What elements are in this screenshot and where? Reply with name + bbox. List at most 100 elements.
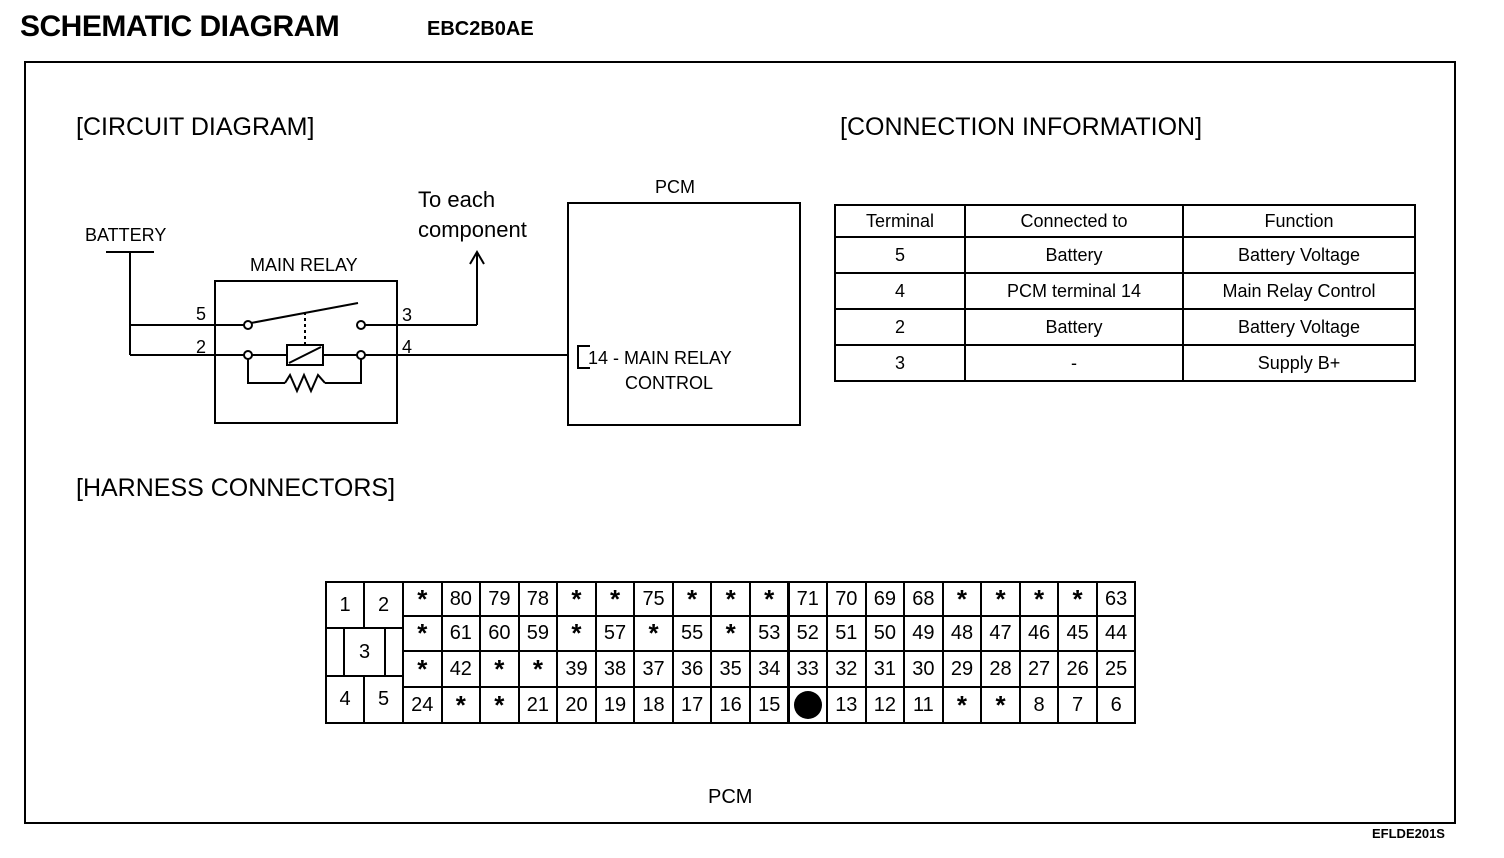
connector-pin: 57	[594, 615, 636, 652]
terminal-5-label: 5	[196, 304, 206, 324]
connector-pin: 29	[941, 650, 983, 688]
connector-pin: 17	[671, 686, 713, 724]
connector-pin: 15	[748, 686, 790, 724]
connector-pin: 27	[1018, 650, 1060, 688]
connector-key	[325, 627, 345, 677]
terminal-2-label: 2	[196, 337, 206, 357]
connector-pin: *	[517, 650, 559, 688]
column-header-terminal: Terminal	[834, 204, 966, 238]
connector-pin: 37	[633, 650, 674, 688]
connector-pin: 38	[594, 650, 636, 688]
connected-to-cell: -	[964, 344, 1184, 382]
connector-pin: 60	[479, 615, 520, 652]
harness-connectors-heading: [HARNESS CONNECTORS]	[76, 474, 396, 502]
terminal-cell: 4	[834, 272, 966, 310]
arrow-up-icon	[469, 250, 485, 265]
relay-contact-5	[243, 320, 253, 330]
connector-pin: 12	[864, 686, 906, 724]
connector-pin: *	[556, 615, 597, 652]
connector-pin: *	[479, 686, 520, 724]
connector-pin: 68	[903, 581, 944, 617]
connector-pin: *	[980, 686, 1021, 724]
connector-pin: 70	[826, 581, 867, 617]
connector-pin: *	[941, 686, 983, 724]
to-each-label: To each	[418, 187, 495, 212]
connection-information-heading: [CONNECTION INFORMATION]	[840, 113, 1203, 141]
connector-pin	[787, 686, 829, 724]
main-relay-label: MAIN RELAY	[250, 255, 358, 275]
function-cell: Supply B+	[1182, 344, 1416, 382]
connector-pin: 44	[1095, 615, 1137, 652]
relay-contact-4	[356, 350, 366, 360]
connector-pin: 32	[826, 650, 867, 688]
relay-contact-2	[243, 350, 253, 360]
connector-pin: *	[594, 581, 636, 617]
connector-pin: 63	[1095, 581, 1137, 617]
resistor-loop-right	[325, 359, 362, 384]
table-row: 3 - Supply B+	[834, 344, 1416, 382]
connector-pin: 53	[748, 615, 790, 652]
table-row: 4 PCM terminal 14 Main Relay Control	[834, 272, 1416, 310]
connector-pin: 46	[1018, 615, 1060, 652]
connector-pin: 59	[517, 615, 559, 652]
connector-pin: *	[402, 615, 443, 652]
connector-pin: 19	[594, 686, 636, 724]
table-row: 5 Battery Battery Voltage	[834, 236, 1416, 274]
connector-pin: 5	[363, 675, 404, 724]
connector-pin: 18	[633, 686, 674, 724]
terminal-3-label: 3	[402, 305, 412, 325]
connector-pin: 79	[479, 581, 520, 617]
pin-marker-dot	[793, 691, 822, 719]
column-header-connected-to: Connected to	[964, 204, 1184, 238]
connector-pin: 4	[325, 675, 365, 724]
page-title: SCHEMATIC DIAGRAM	[20, 10, 340, 43]
connector-pin: 2	[363, 581, 404, 629]
terminal-4-label: 4	[402, 337, 412, 357]
function-cell: Battery Voltage	[1182, 236, 1416, 274]
connector-pin: 39	[556, 650, 597, 688]
pcm-pin-14-control-label: CONTROL	[625, 373, 713, 393]
connector-pin: *	[710, 615, 751, 652]
table-header-row: Terminal Connected to Function	[834, 204, 1416, 238]
terminal-cell: 3	[834, 344, 966, 382]
connector-pin: 25	[1095, 650, 1137, 688]
connector-pin: 61	[440, 615, 482, 652]
resistor	[284, 372, 326, 394]
connector-pin: 21	[517, 686, 559, 724]
connector-pin: 71	[787, 581, 829, 617]
pcm-pin-14-label: 14 - MAIN RELAY	[588, 348, 732, 368]
connector-pin: *	[710, 581, 751, 617]
connector-pin: 69	[864, 581, 906, 617]
connector-pin: 78	[517, 581, 559, 617]
connector-pin: *	[633, 615, 674, 652]
connector-pin: 24	[402, 686, 443, 724]
connector-pin: 3	[343, 627, 386, 677]
figure-code: EFLDE201S	[1372, 826, 1445, 841]
connector-pin: 33	[787, 650, 829, 688]
pcm-box-label: PCM	[655, 177, 695, 197]
connector-pin: *	[671, 581, 713, 617]
connector-pin: 55	[671, 615, 713, 652]
harness-caption: PCM	[708, 786, 753, 808]
connector-pin: 51	[826, 615, 867, 652]
pcm-pin-bracket	[577, 345, 590, 369]
connector-pin: 35	[710, 650, 751, 688]
connector-pin: 26	[1057, 650, 1098, 688]
connector-pin: 45	[1057, 615, 1098, 652]
connector-pin: *	[402, 650, 443, 688]
connector-pin: 7	[1057, 686, 1098, 724]
terminal-cell: 2	[834, 308, 966, 346]
connector-pin: 52	[787, 615, 829, 652]
connector-pin: 75	[633, 581, 674, 617]
connector-pin: *	[1057, 581, 1098, 617]
connector-pin: 6	[1095, 686, 1137, 724]
diagram-frame	[24, 61, 1456, 824]
connected-to-cell: Battery	[964, 236, 1184, 274]
connected-to-cell: PCM terminal 14	[964, 272, 1184, 310]
pcm-box	[567, 202, 801, 426]
connector-key	[384, 627, 404, 677]
connector-pin: *	[980, 581, 1021, 617]
connector-pin: 50	[864, 615, 906, 652]
